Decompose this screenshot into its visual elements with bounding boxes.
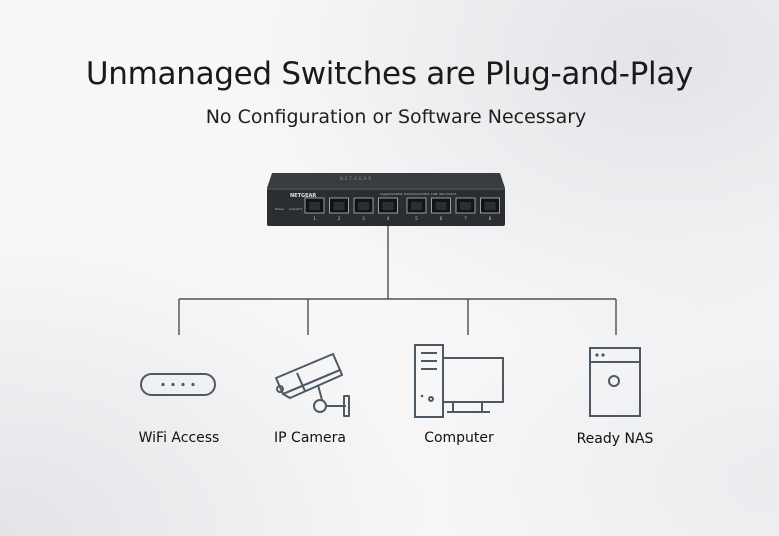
wifi-access-icon [140,373,216,396]
switch-port-label: 2 [338,216,341,221]
switch-port-jack [411,202,422,210]
device-label-ip-camera: IP Camera [274,430,346,446]
switch-port-label: 5 [415,216,418,221]
switch-port-label: 8 [489,216,492,221]
switch-port-jack [435,202,447,210]
switch-status-link: Link/ACT [289,207,302,211]
switch-port-jack [460,202,471,210]
switch-port-jack [382,202,394,210]
device-label-wifi-access: WiFi Access [138,430,220,446]
switch-brand: NETGEAR [290,193,316,199]
switch-top [267,173,505,188]
switch-port-description: Gigabit/1000M, FullDuplex/100M, 10M, 802… [380,192,457,196]
switch-port-label: 6 [440,216,443,221]
computer-icon [414,344,504,418]
switch-status-power: Power [275,207,285,211]
device-label-ready-nas: Ready NAS [576,431,654,447]
ip-camera-icon [275,353,350,417]
network-switch: NETGEAR NETGEAR Gigabit/1000M, FullDuple… [267,173,505,226]
switch-port-label: 4 [387,216,390,221]
device-label-computer: Computer [424,430,494,446]
switch-port-jack [333,202,345,210]
switch-port-label: 3 [362,216,365,221]
switch-front-edge [267,188,505,190]
switch-port-jack [358,202,369,210]
page-subtitle: No Configuration or Software Necessary [205,106,587,128]
switch-port-label: 7 [464,216,467,221]
connection-lines [178,226,617,335]
switch-brand-top: NETGEAR [340,176,373,181]
switch-port-jack [484,202,496,210]
switch-ports: 1 2 3 4 5 6 7 8 [304,197,500,221]
switch-port-jack [309,202,320,210]
nas-icon [589,347,641,417]
switch-port-label: 1 [313,216,316,221]
page-title: Unmanaged Switches are Plug-and-Play [85,56,694,92]
